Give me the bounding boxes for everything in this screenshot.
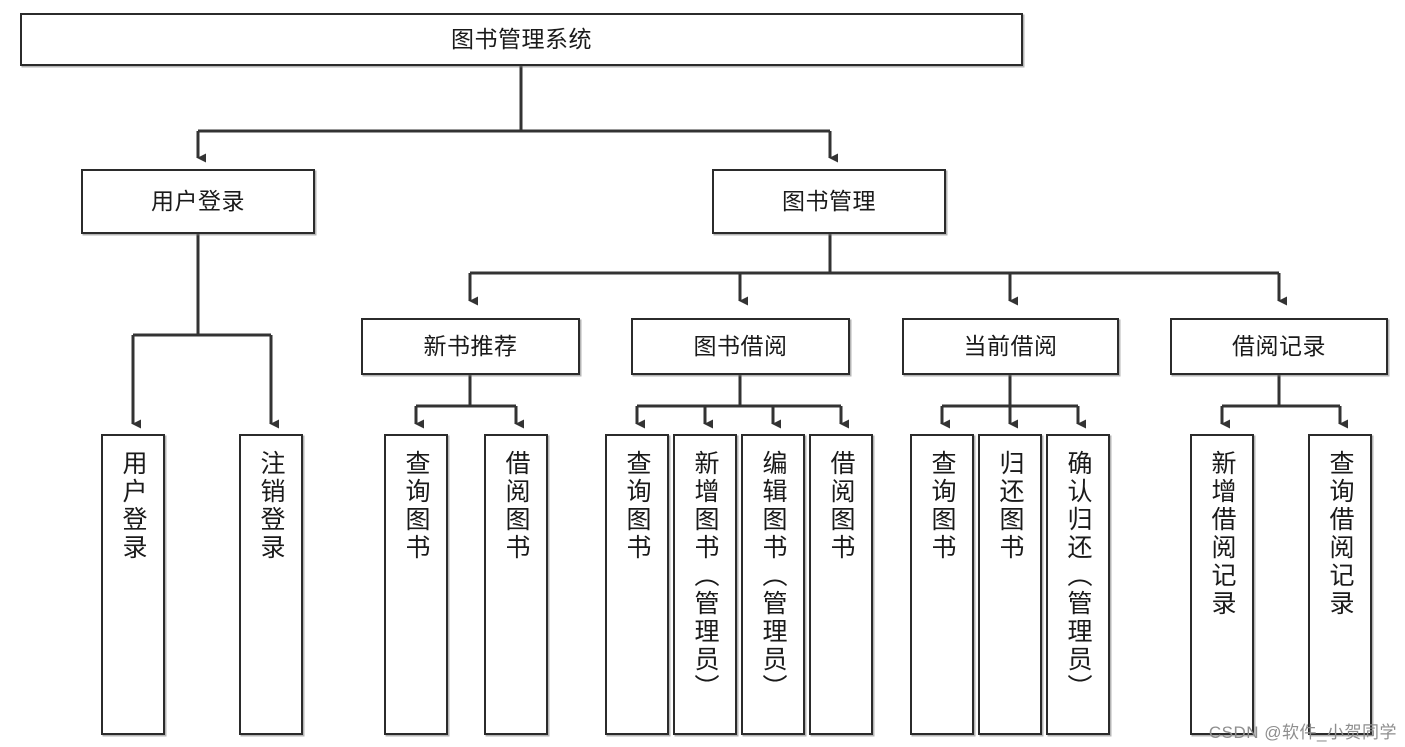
leaf-book-borrow-edit-book-admin[interactable]: 编辑图书（管理员） [741,434,805,735]
node-label: 查询借阅记录 [1326,450,1354,618]
node-label: 借阅图书 [502,450,530,562]
node-book-borrow[interactable]: 图书借阅 [631,318,850,375]
node-root-book-management-system[interactable]: 图书管理系统 [20,13,1023,66]
leaf-current-borrow-return-book[interactable]: 归还图书 [978,434,1042,735]
node-label: 借阅图书 [827,450,855,562]
node-label: 查询图书 [928,450,956,562]
node-borrow-record[interactable]: 借阅记录 [1170,318,1388,375]
leaf-current-borrow-query-book[interactable]: 查询图书 [910,434,974,735]
node-label: 图书管理 [782,187,876,214]
node-book-management[interactable]: 图书管理 [712,169,946,234]
node-label: 编辑图书（管理员） [759,450,787,702]
node-current-borrow[interactable]: 当前借阅 [902,318,1119,375]
leaf-book-borrow-borrow-book[interactable]: 借阅图书 [809,434,873,735]
node-label: 图书借阅 [693,332,788,359]
node-label: 确认归还（管理员） [1064,450,1092,702]
leaf-new-book-query-book[interactable]: 查询图书 [384,434,448,735]
node-label: 图书管理系统 [451,25,592,52]
node-label: 新增图书（管理员） [691,450,719,702]
node-label: 借阅记录 [1232,332,1326,359]
node-label: 查询图书 [623,450,651,562]
node-label: 用户登录 [151,187,245,214]
node-user-login[interactable]: 用户登录 [81,169,315,234]
leaf-user-login-logout[interactable]: 注销登录 [239,434,303,735]
node-new-book-recommend[interactable]: 新书推荐 [361,318,580,375]
leaf-book-borrow-add-book-admin[interactable]: 新增图书（管理员） [673,434,737,735]
watermark: CSDN @软件_小贺同学 [1208,723,1397,742]
node-label: 新增借阅记录 [1208,450,1236,618]
leaf-borrow-record-query-record[interactable]: 查询借阅记录 [1308,434,1372,735]
node-label: 用户登录 [119,450,147,562]
node-label: 查询图书 [402,450,430,562]
leaf-user-login-login[interactable]: 用户登录 [101,434,165,735]
node-label: 归还图书 [996,450,1024,562]
leaf-new-book-borrow-book[interactable]: 借阅图书 [484,434,548,735]
node-label: 注销登录 [257,450,285,562]
leaf-book-borrow-query-book[interactable]: 查询图书 [605,434,669,735]
leaf-borrow-record-add-record[interactable]: 新增借阅记录 [1190,434,1254,735]
node-label: 新书推荐 [423,332,518,359]
node-label: 当前借阅 [963,332,1058,359]
leaf-current-borrow-confirm-return-admin[interactable]: 确认归还（管理员） [1046,434,1110,735]
